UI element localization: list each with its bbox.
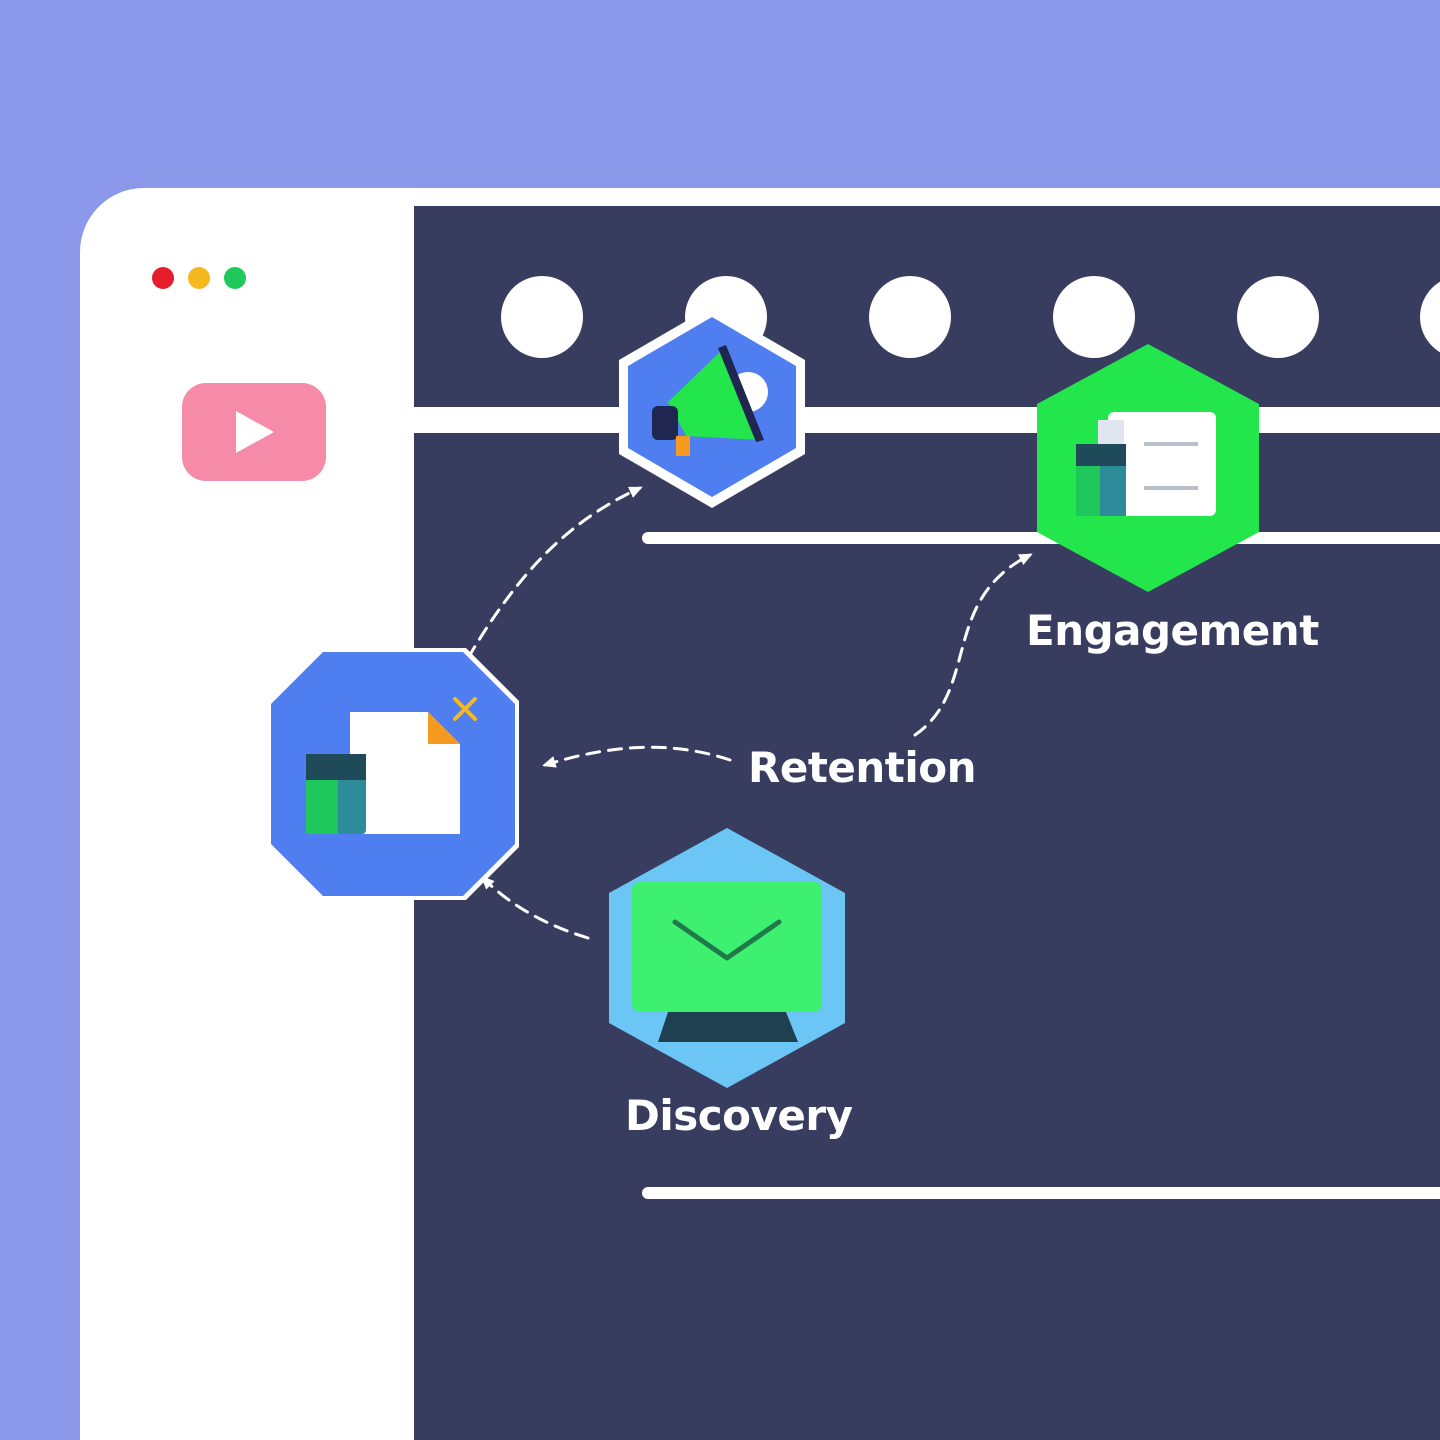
- edge-retention-to-document: [542, 745, 732, 768]
- node-label-engagement: Engagement: [1026, 606, 1319, 655]
- step-circles: [501, 276, 1440, 358]
- edge-retention-to-engagement: [913, 553, 1033, 737]
- node-megaphone[interactable]: [619, 306, 805, 508]
- step-circle[interactable]: [1237, 276, 1319, 358]
- node-label-retention: Retention: [748, 743, 977, 792]
- megaphone-icon: [652, 345, 768, 456]
- node-document[interactable]: [267, 648, 519, 900]
- play-button-icon[interactable]: [182, 383, 326, 481]
- step-circle[interactable]: [1053, 276, 1135, 358]
- document-list-icon: [1076, 412, 1216, 516]
- step-circle[interactable]: [869, 276, 951, 358]
- track-lines: [414, 407, 1440, 1199]
- window-controls: [152, 267, 246, 289]
- window-close-button[interactable]: [152, 267, 174, 289]
- edge-discovery-to-document: [480, 875, 590, 940]
- monitor-mail-icon: [632, 882, 822, 1042]
- node-engagement[interactable]: [1037, 344, 1259, 592]
- close-icon[interactable]: [453, 697, 477, 721]
- file-icon: [306, 712, 460, 834]
- node-label-discovery: Discovery: [625, 1091, 853, 1140]
- connectors: [466, 486, 1033, 940]
- node-discovery[interactable]: [609, 828, 845, 1088]
- step-circle[interactable]: [501, 276, 583, 358]
- track-band: [414, 407, 1440, 433]
- window-maximize-button[interactable]: [224, 267, 246, 289]
- step-circle[interactable]: [1420, 276, 1440, 358]
- window-minimize-button[interactable]: [188, 267, 210, 289]
- edge-document-to-megaphone: [466, 486, 643, 660]
